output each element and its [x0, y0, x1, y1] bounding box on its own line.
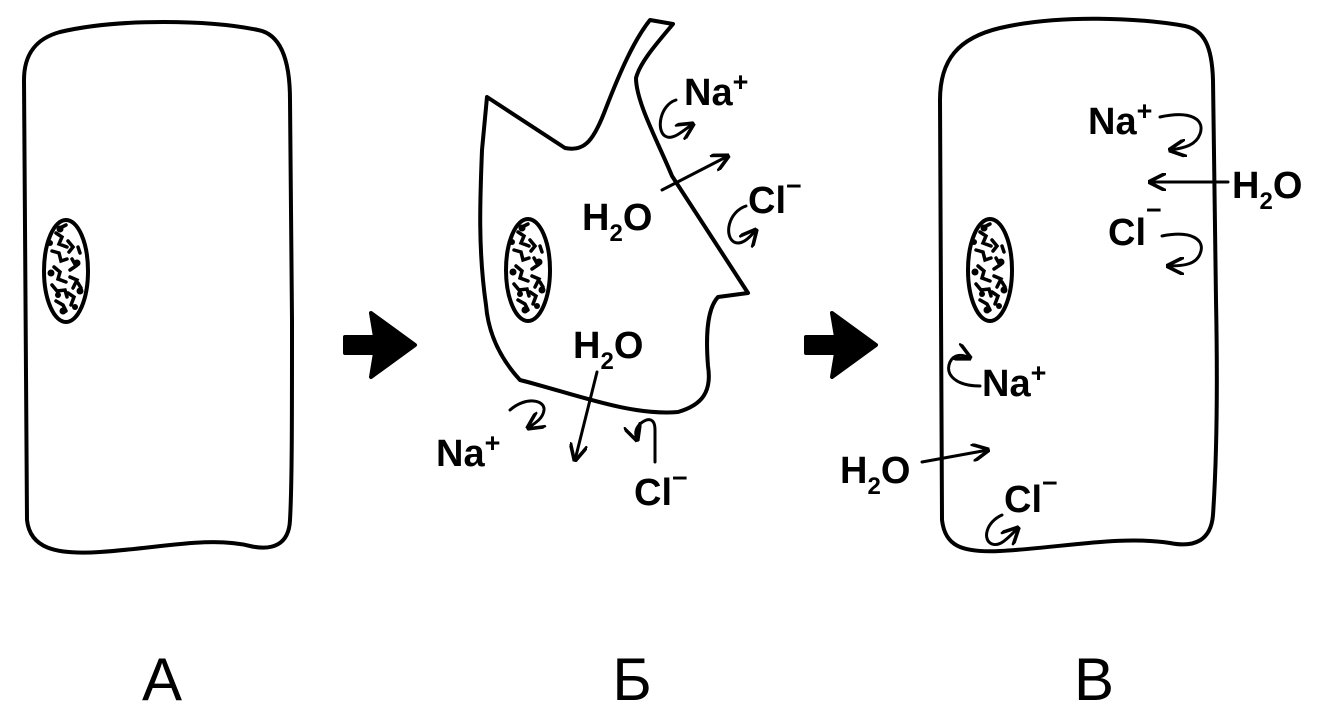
- ion-na-c-bottom: Na+: [947, 355, 1046, 405]
- nucleus-a-icon: [42, 218, 90, 324]
- ion-cl-c-top: Cl−: [1108, 195, 1203, 266]
- cell-c-outline: [938, 16, 1219, 554]
- svg-text:Na+: Na+: [436, 428, 500, 475]
- water-b-bottom: H2O: [573, 325, 643, 460]
- ion-na-b-top: Na+: [658, 67, 748, 137]
- panel-label-a: А: [142, 646, 182, 713]
- right-arrow-icon-2: [804, 311, 878, 379]
- water-c-top: H2O: [1150, 165, 1302, 215]
- ion-cl-b-bottom: Cl−: [634, 418, 688, 514]
- nucleus-b-icon: [504, 217, 552, 323]
- svg-text:H2O: H2O: [582, 197, 652, 247]
- svg-text:Cl−: Cl−: [634, 463, 688, 514]
- ion-cl-b-top: Cl−: [727, 171, 802, 243]
- svg-text:Cl−: Cl−: [748, 171, 802, 222]
- svg-text:Cl−: Cl−: [1108, 195, 1162, 254]
- panel-label-b: Б: [612, 646, 651, 713]
- svg-text:Na+: Na+: [1088, 96, 1152, 143]
- svg-text:H2O: H2O: [1232, 165, 1302, 215]
- svg-text:H2O: H2O: [573, 325, 643, 375]
- ion-na-b-bottom: Na+: [436, 399, 544, 475]
- svg-text:H2O: H2O: [840, 450, 910, 500]
- panel-b: Na+ H2O Cl− H2O Na+ Cl−: [436, 18, 802, 514]
- ion-cl-c-bottom: Cl−: [985, 468, 1058, 547]
- svg-text:Cl−: Cl−: [1004, 468, 1058, 521]
- nucleus-c-icon: [966, 217, 1014, 323]
- panel-c: Na+ H2O Cl− Na+ H2O Cl−: [840, 16, 1302, 554]
- panel-a: [22, 20, 294, 555]
- cell-b-outline: [478, 18, 750, 415]
- svg-text:Na+: Na+: [684, 67, 748, 114]
- cell-a-outline: [22, 20, 294, 555]
- right-arrow-icon: [343, 311, 417, 379]
- svg-text:Na+: Na+: [982, 358, 1046, 405]
- panel-label-c: В: [1074, 646, 1114, 713]
- water-b-top: H2O: [582, 156, 728, 247]
- water-c-bottom: H2O: [840, 450, 988, 500]
- ion-na-c-top: Na+: [1088, 96, 1203, 150]
